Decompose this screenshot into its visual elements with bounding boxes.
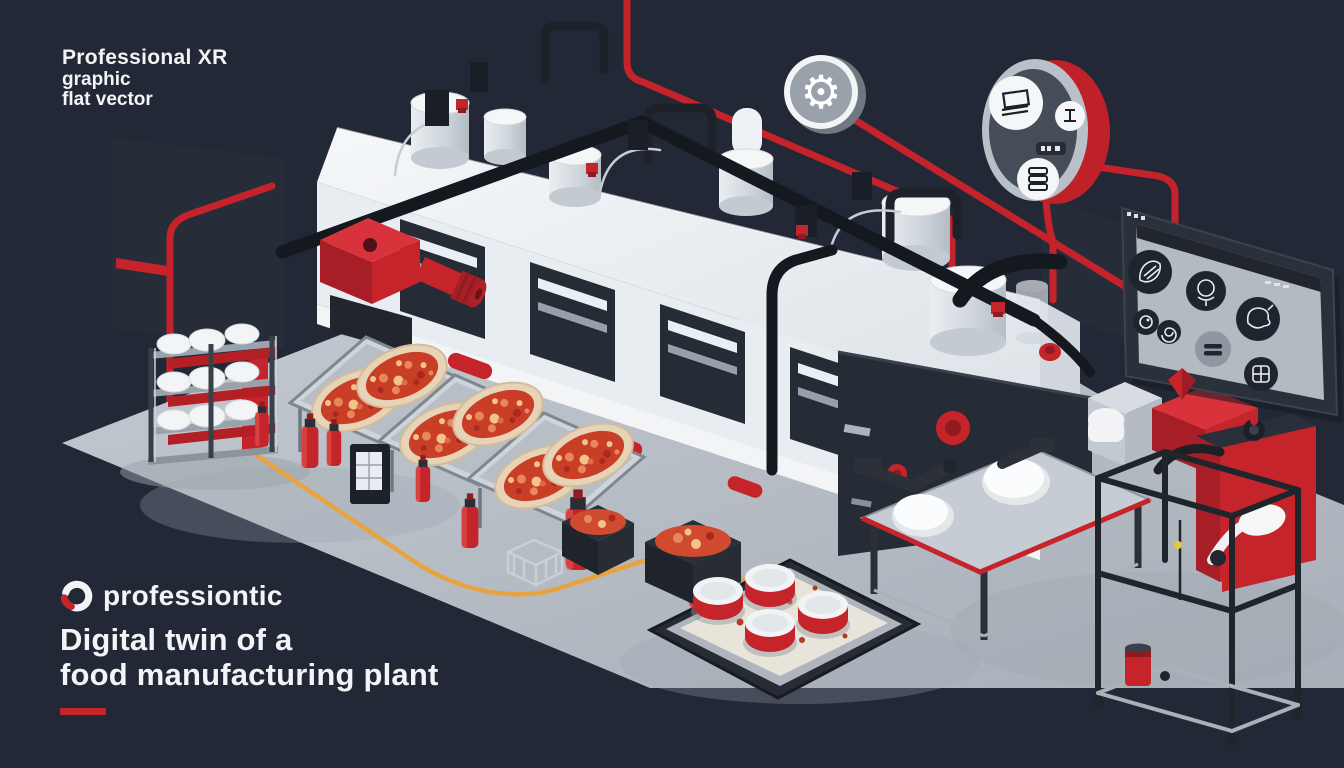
headline-line2: food manufacturing plant	[60, 656, 439, 692]
topping-bins	[562, 505, 741, 604]
headline: Digital twin of a food manufacturing pla…	[60, 622, 439, 692]
dough-hopper	[320, 218, 487, 354]
table-red-edge	[860, 497, 1151, 575]
wire-basket	[505, 538, 565, 588]
watermark-line3: flat vector	[62, 89, 153, 111]
down-arrow	[1168, 368, 1196, 400]
connector-line-badge-machine	[1042, 194, 1057, 304]
patty-icon	[1195, 331, 1231, 367]
ingredient-rack	[148, 323, 278, 465]
scale-icon	[1055, 101, 1085, 131]
watermark-line2: graphic	[62, 69, 131, 91]
logo-mark	[60, 580, 93, 612]
robot-arm-white	[1174, 504, 1298, 600]
gear-badge: ⚙	[784, 55, 866, 134]
stack-icon	[1017, 158, 1059, 200]
connector-lines	[166, 0, 1179, 474]
monitor-icons	[1128, 250, 1280, 391]
cheese-wheel	[691, 577, 745, 625]
connector-line-badge-monitor	[994, 148, 1179, 236]
headline-line1: Digital twin of a	[60, 622, 293, 657]
cheese-wheel	[743, 609, 797, 657]
sauce-icon	[1186, 271, 1226, 311]
connector-line-gear-monitor	[846, 113, 1130, 291]
control-cabinet	[350, 444, 390, 504]
waffle-icon	[1244, 357, 1278, 391]
safety-cage	[1092, 444, 1304, 746]
logo-row: professiontic	[60, 577, 439, 615]
cheese-crate	[646, 558, 922, 700]
dough-icon	[1128, 250, 1172, 294]
dough-ball	[894, 494, 948, 530]
logo-text: professiontic	[103, 580, 283, 611]
robotic-arm	[854, 438, 1054, 492]
oven-icon	[989, 76, 1043, 130]
cheese-wheel	[796, 591, 850, 639]
connector-line-left	[166, 182, 276, 474]
accent-bar	[60, 708, 106, 716]
cheese-wheel	[743, 564, 797, 612]
poultry-icon	[1236, 297, 1280, 341]
watermark: Professional XR graphic flat vector	[62, 46, 228, 110]
background-blocks	[112, 138, 1132, 348]
branding-block: professiontic Digital twin of a food man…	[60, 577, 439, 716]
gray-utility-box	[1088, 382, 1162, 466]
supply-canister	[1125, 643, 1151, 686]
spiral-icon	[1157, 320, 1181, 344]
equipment-badge	[982, 59, 1110, 204]
red-stripe	[116, 258, 168, 276]
olive-icon	[1133, 309, 1159, 335]
rack-posts	[148, 336, 275, 462]
topping-bin	[562, 505, 634, 575]
watermark-line1: Professional XR	[62, 46, 228, 69]
monitor-panel	[1120, 206, 1343, 423]
connector-line-top	[623, 0, 956, 276]
dough-bags	[156, 323, 260, 431]
red-valves	[456, 99, 1005, 317]
prep-table	[854, 438, 1153, 640]
gear-icon: ⚙	[800, 65, 841, 119]
machine-deck	[317, 128, 1040, 418]
